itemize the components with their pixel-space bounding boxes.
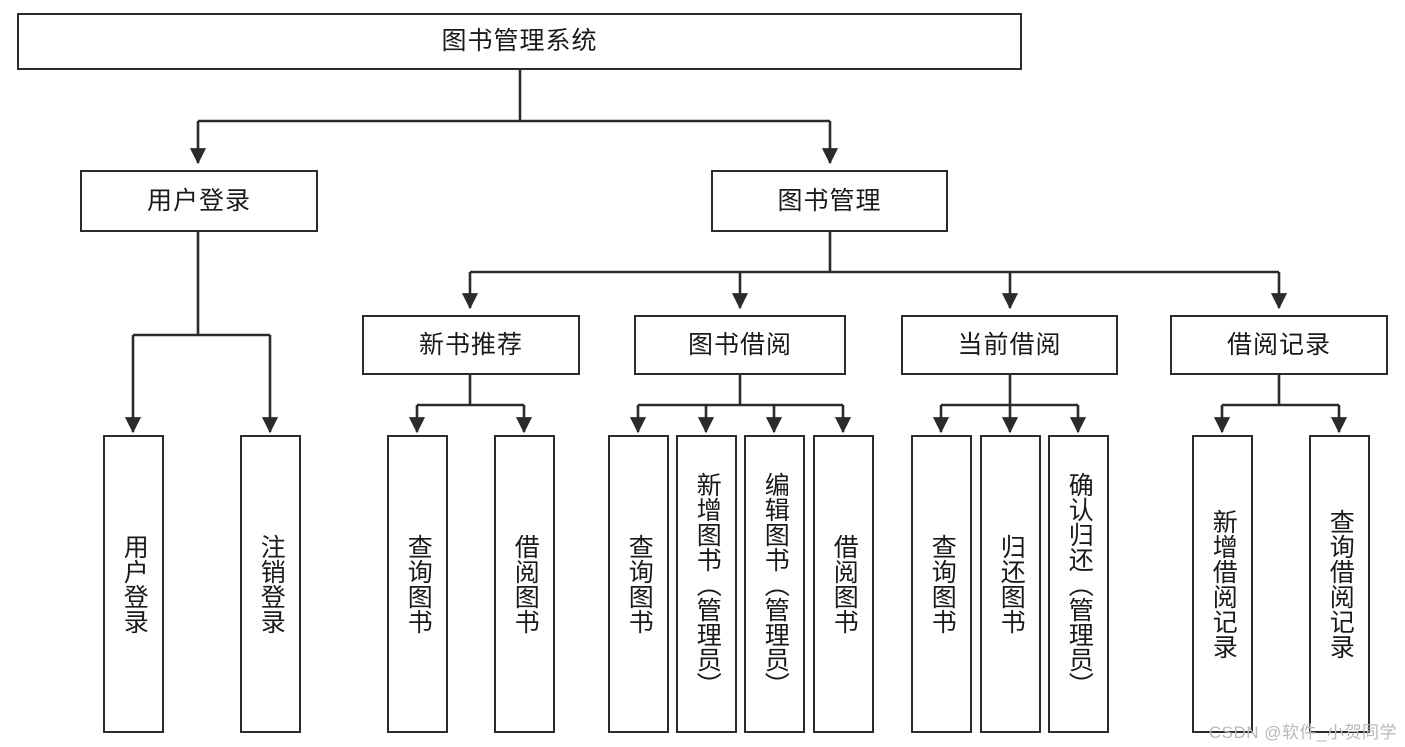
node-label: 借阅图书 (830, 534, 859, 634)
node-label: 编辑图书（管理员） (761, 471, 790, 697)
node-current-borrow[interactable]: 当前借阅 (901, 315, 1118, 375)
node-label: 归还图书 (997, 534, 1026, 634)
node-label: 图书管理系统 (441, 27, 598, 55)
node-new-book-recommend[interactable]: 新书推荐 (362, 315, 580, 375)
node-label: 新增图书（管理员） (693, 471, 722, 697)
node-label: 查询图书 (928, 534, 957, 634)
leaf-add-book-admin[interactable]: 新增图书（管理员） (676, 435, 737, 733)
node-label: 借阅记录 (1226, 330, 1331, 359)
leaf-borrow-book[interactable]: 借阅图书 (813, 435, 874, 733)
leaf-edit-book-admin[interactable]: 编辑图书（管理员） (744, 435, 805, 733)
leaf-query-book-borrow[interactable]: 查询图书 (608, 435, 669, 733)
node-label: 借阅图书 (511, 534, 540, 634)
node-book-management[interactable]: 图书管理 (711, 170, 948, 232)
node-user-login[interactable]: 用户登录 (80, 170, 318, 232)
node-label: 用户登录 (120, 534, 149, 634)
leaf-logout[interactable]: 注销登录 (240, 435, 301, 733)
leaf-confirm-return-admin[interactable]: 确认归还（管理员） (1048, 435, 1109, 733)
leaf-add-borrow-record[interactable]: 新增借阅记录 (1192, 435, 1253, 733)
node-label: 确认归还（管理员） (1065, 471, 1094, 697)
leaf-user-login[interactable]: 用户登录 (103, 435, 164, 733)
csdn-watermark: CSDN @软件_小贺同学 (1208, 723, 1397, 742)
leaf-return-book[interactable]: 归还图书 (980, 435, 1041, 733)
node-book-borrow[interactable]: 图书借阅 (634, 315, 846, 375)
node-label: 新书推荐 (418, 330, 523, 359)
leaf-query-book-new[interactable]: 查询图书 (387, 435, 448, 733)
node-label: 图书借阅 (687, 330, 792, 359)
node-label: 用户登录 (146, 186, 251, 215)
node-root-system[interactable]: 图书管理系统 (17, 13, 1022, 70)
node-label: 新增借阅记录 (1209, 509, 1238, 659)
leaf-borrow-book-new[interactable]: 借阅图书 (494, 435, 555, 733)
node-label: 注销登录 (257, 534, 286, 634)
node-label: 查询借阅记录 (1326, 509, 1355, 659)
node-label: 当前借阅 (957, 330, 1062, 359)
leaf-query-book-current[interactable]: 查询图书 (911, 435, 972, 733)
node-label: 查询图书 (625, 534, 654, 634)
node-label: 图书管理 (777, 186, 882, 215)
node-borrow-record[interactable]: 借阅记录 (1170, 315, 1388, 375)
leaf-query-borrow-record[interactable]: 查询借阅记录 (1309, 435, 1370, 733)
node-label: 查询图书 (404, 534, 433, 634)
